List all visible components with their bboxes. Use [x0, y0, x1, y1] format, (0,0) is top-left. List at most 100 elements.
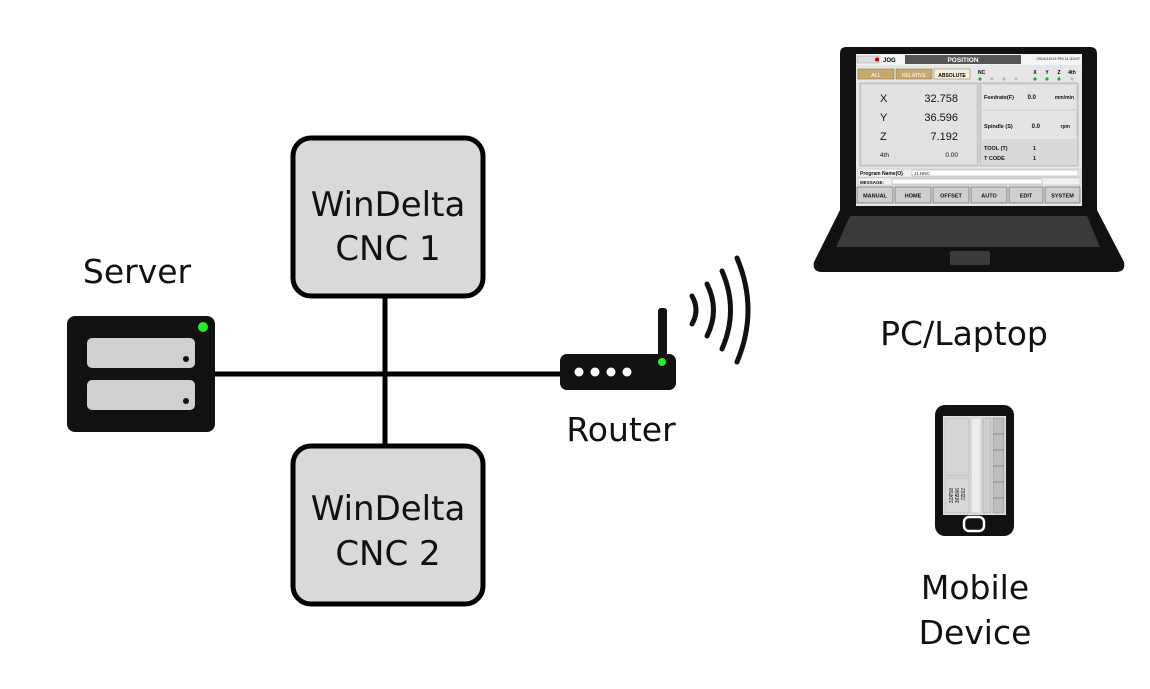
- server-icon: [67, 316, 215, 432]
- tab-all[interactable]: [857, 68, 895, 80]
- tab-relative[interactable]: [895, 68, 933, 80]
- phone-home-button: [962, 515, 986, 533]
- tool-value: 1: [1033, 146, 1036, 152]
- status-4th: 4th: [1068, 70, 1076, 76]
- status-z: Z: [1057, 70, 1060, 76]
- softkey-home[interactable]: [894, 186, 932, 204]
- cnc2-label-line1: WinDelta: [311, 489, 466, 529]
- router-node: Router: [560, 255, 751, 449]
- cnc2-label-line2: CNC 2: [335, 534, 440, 574]
- softkey-manual[interactable]: [856, 186, 894, 204]
- server-node: Server: [67, 252, 215, 432]
- feedrate-unit: mm/min: [1055, 95, 1074, 101]
- tab-all-label: ALL: [871, 73, 881, 79]
- router-label: Router: [566, 410, 676, 449]
- axis-z-value: 7.192: [930, 131, 958, 143]
- softkey-offset[interactable]: [932, 186, 970, 204]
- status-nc-led: [978, 77, 982, 81]
- tcode-value: 1: [1033, 156, 1036, 162]
- mobile-label-line1: Mobile: [921, 568, 1029, 607]
- softkey-system[interactable]: [1044, 186, 1081, 204]
- feedrate-label: Feedrate(F): [984, 95, 1014, 101]
- program-field[interactable]: [911, 169, 1079, 177]
- screen-title-bar: [905, 55, 1021, 64]
- server-slot-2-dot: [183, 398, 189, 404]
- server-led: [198, 322, 208, 332]
- laptop-keyboard: [836, 216, 1100, 247]
- cnc1-label-line1: WinDelta: [311, 185, 466, 225]
- spindle-unit: rpm: [1061, 124, 1071, 130]
- router-port-3: [606, 367, 616, 377]
- message-field: [891, 178, 1043, 185]
- axis-x-label: X: [880, 93, 888, 105]
- feedrate-cell: [982, 85, 1076, 109]
- server-slot-1: [87, 338, 195, 368]
- softkey-system-label: SYSTEM: [1051, 194, 1074, 200]
- axis-4th-label: 4th: [880, 152, 889, 159]
- message-label: MESSAGE:: [860, 180, 885, 185]
- mobile-node: X 32.758 Y 36.596 Z 7.192 Mobile Device: [919, 405, 1032, 652]
- screen-title: POSITION: [947, 57, 978, 64]
- tab-absolute-label: ABSOLUTE: [938, 73, 966, 79]
- cnc1-node: WinDelta CNC 1: [290, 135, 486, 299]
- program-value: J1.HNC: [914, 171, 931, 176]
- phone-screen-content: X 32.758 Y 36.596 Z 7.192: [944, 417, 1005, 514]
- brand-logo-dot: [875, 57, 879, 62]
- spindle-value: 0.0: [1032, 124, 1041, 130]
- status-led-4: [1014, 77, 1018, 81]
- mobile-label-line2: Device: [919, 613, 1032, 652]
- axis-z-label: Z: [880, 131, 887, 143]
- laptop-screen: JOG POSITION 2013/10/13 PM 11:33:07 ALL …: [856, 54, 1082, 206]
- phone-axis-z-label: Z: [961, 495, 967, 498]
- cnc2-node: WinDelta CNC 2: [290, 443, 486, 607]
- phone-axis-x-value: 32.758: [949, 488, 955, 504]
- status-nc: NC: [978, 70, 986, 76]
- router-antenna: [658, 308, 667, 358]
- server-slot-1-dot: [183, 356, 189, 362]
- feedrate-value: 0.0: [1028, 95, 1037, 101]
- tab-absolute[interactable]: [933, 68, 971, 80]
- tab-relative-label: RELATIVE: [902, 73, 926, 79]
- tool-label: TOOL (T): [984, 146, 1008, 152]
- axis-panel-inner: [862, 85, 976, 164]
- softkey-auto-label: AUTO: [981, 194, 997, 200]
- router-port-2: [590, 367, 600, 377]
- phone-axis-z-value: 7.192: [961, 488, 967, 501]
- router-led: [658, 358, 666, 366]
- spindle-label: Spindle (S): [984, 124, 1013, 130]
- router-port-4: [622, 367, 632, 377]
- phone-axis-y-value: 36.596: [955, 488, 961, 504]
- status-x-led: [1033, 77, 1037, 81]
- router-port-1: [574, 367, 584, 377]
- program-label: Program Name(O): [860, 171, 903, 177]
- server-slot-2: [87, 380, 195, 410]
- axis-y-label: Y: [880, 112, 888, 124]
- axis-4th-value: 0.00: [945, 152, 958, 159]
- laptop-touchpad: [950, 251, 990, 265]
- status-x: X: [1033, 70, 1037, 76]
- cnc1-label-line2: CNC 1: [335, 229, 440, 269]
- status-4th-led: [1070, 77, 1074, 81]
- screen-datetime: 2013/10/13 PM 11:33:07: [1036, 56, 1080, 61]
- phone-axis-x-label: X: [949, 494, 955, 498]
- softkey-manual-label: MANUAL: [863, 194, 887, 200]
- status-led-3: [1002, 77, 1006, 81]
- screen-mode: JOG: [883, 58, 896, 64]
- status-led-2: [990, 77, 994, 81]
- axis-x-value: 32.758: [924, 93, 958, 105]
- server-label: Server: [83, 252, 192, 291]
- softkey-offset-label: OFFSET: [940, 194, 962, 200]
- softkey-edit-label: EDIT: [1020, 194, 1033, 200]
- status-y-led: [1045, 77, 1049, 81]
- laptop-label: PC/Laptop: [880, 314, 1048, 353]
- tcode-label: T CODE: [984, 156, 1005, 162]
- axis-y-value: 36.596: [924, 112, 958, 124]
- softkey-auto[interactable]: [970, 186, 1008, 204]
- status-z-led: [1057, 77, 1061, 81]
- phone-axis-y-label: Y: [955, 494, 961, 498]
- softkey-home-label: HOME: [905, 194, 922, 200]
- softkey-edit[interactable]: [1008, 186, 1044, 204]
- wifi-signal-icon: [689, 255, 751, 365]
- router-icon: [560, 354, 676, 390]
